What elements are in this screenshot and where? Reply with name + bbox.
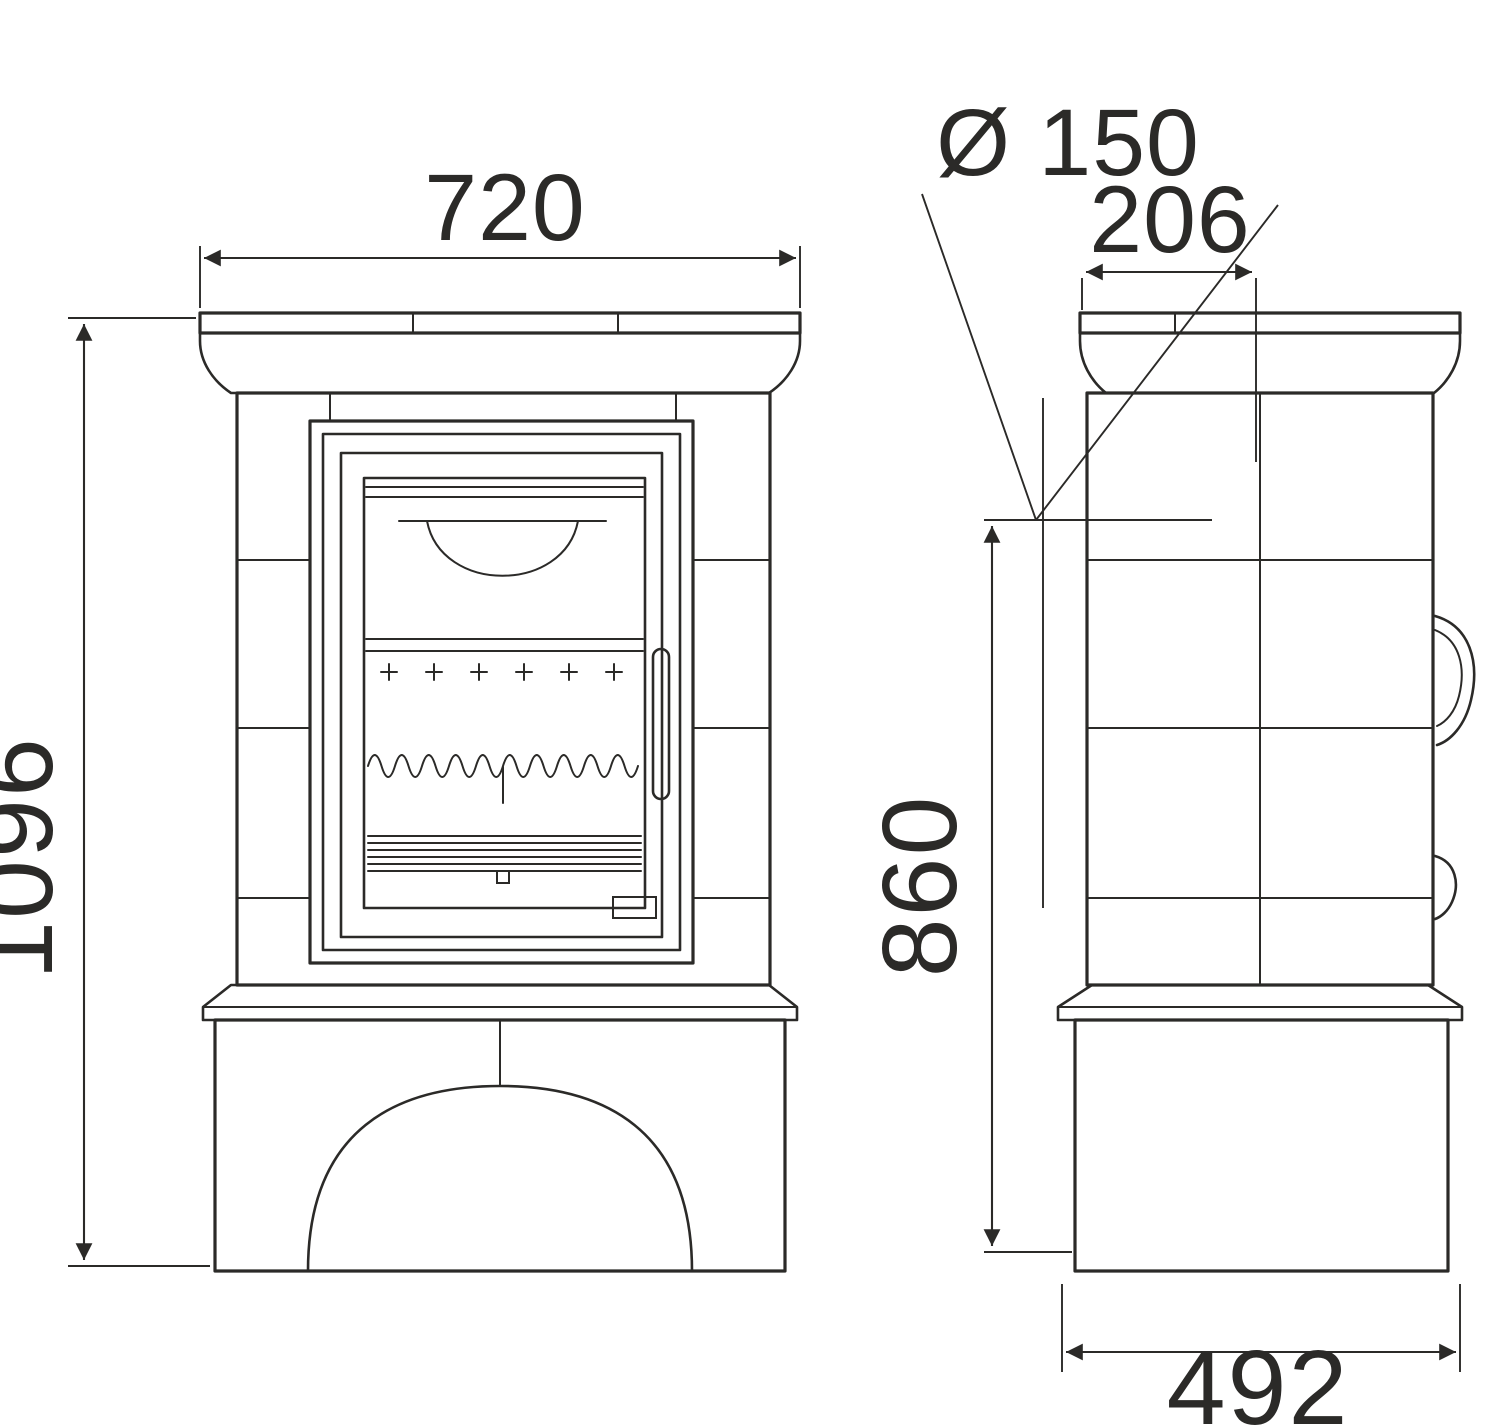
stove-door [308,419,695,965]
side-top-cap [1078,311,1462,395]
side-door-handle-inner [1434,629,1463,727]
door-mid-frame [321,432,682,952]
air-vent-plus-row [380,663,623,681]
front-body [235,391,772,987]
front-top-slab-joints [412,312,619,334]
dim-flue-offset-extension-lines [1081,278,1257,462]
flue-height-label: 860 [861,795,979,978]
front-base-moulding [201,983,799,1022]
side-body [1085,391,1476,987]
firebox-top-band [365,486,644,498]
front-cornice [198,331,802,395]
front-tile-joints [236,392,771,899]
baffle-dome [426,520,579,577]
side-tile-joints [1086,392,1434,986]
depth-label: 492 [1167,1329,1350,1427]
grate-lines [367,835,642,872]
firebox-details [365,486,644,884]
side-base [1056,983,1464,1273]
dim-flue-diameter: Ø 150 [921,90,1279,521]
flue-offset-label: 206 [1089,167,1251,273]
flue-leader-lines [921,193,1279,521]
front-view [198,311,802,1273]
front-top-cap [198,311,802,395]
base-arch [306,1084,694,1273]
dim-front-width-extension-lines [199,246,801,308]
front-base [201,983,799,1273]
dim-depth-extension-lines [1061,1284,1461,1372]
door-outer-frame [308,419,695,965]
door-glass [362,476,647,910]
dim-flue-offset: 206 [1081,167,1257,462]
door-leaf [339,451,664,939]
dim-flue-height: 860 [861,398,1212,1253]
side-base-moulding [1056,983,1464,1022]
dim-front-width: 720 [199,155,801,308]
front-body-outline [235,391,772,987]
dim-depth: 492 [1061,1284,1461,1427]
front-width-label: 720 [424,155,586,261]
overall-height-label: 1096 [0,736,75,980]
grate-tab [496,870,510,884]
side-base-block [1073,1018,1450,1273]
door-latch-plate [612,896,657,919]
side-door-handle [1433,614,1476,747]
dim-flue-height-extension-lines [984,398,1212,1253]
flue-diameter-label: Ø 150 [936,90,1200,196]
side-top-slab [1078,311,1462,335]
side-latch [1433,854,1457,921]
firebox-mid-band [365,638,644,652]
front-top-slab [198,311,802,335]
dim-overall-height-extension-lines [68,317,210,1267]
door-handle [651,647,671,801]
side-view [1056,311,1476,1273]
side-cornice [1078,331,1462,395]
dim-overall-height: 1096 [0,317,210,1267]
